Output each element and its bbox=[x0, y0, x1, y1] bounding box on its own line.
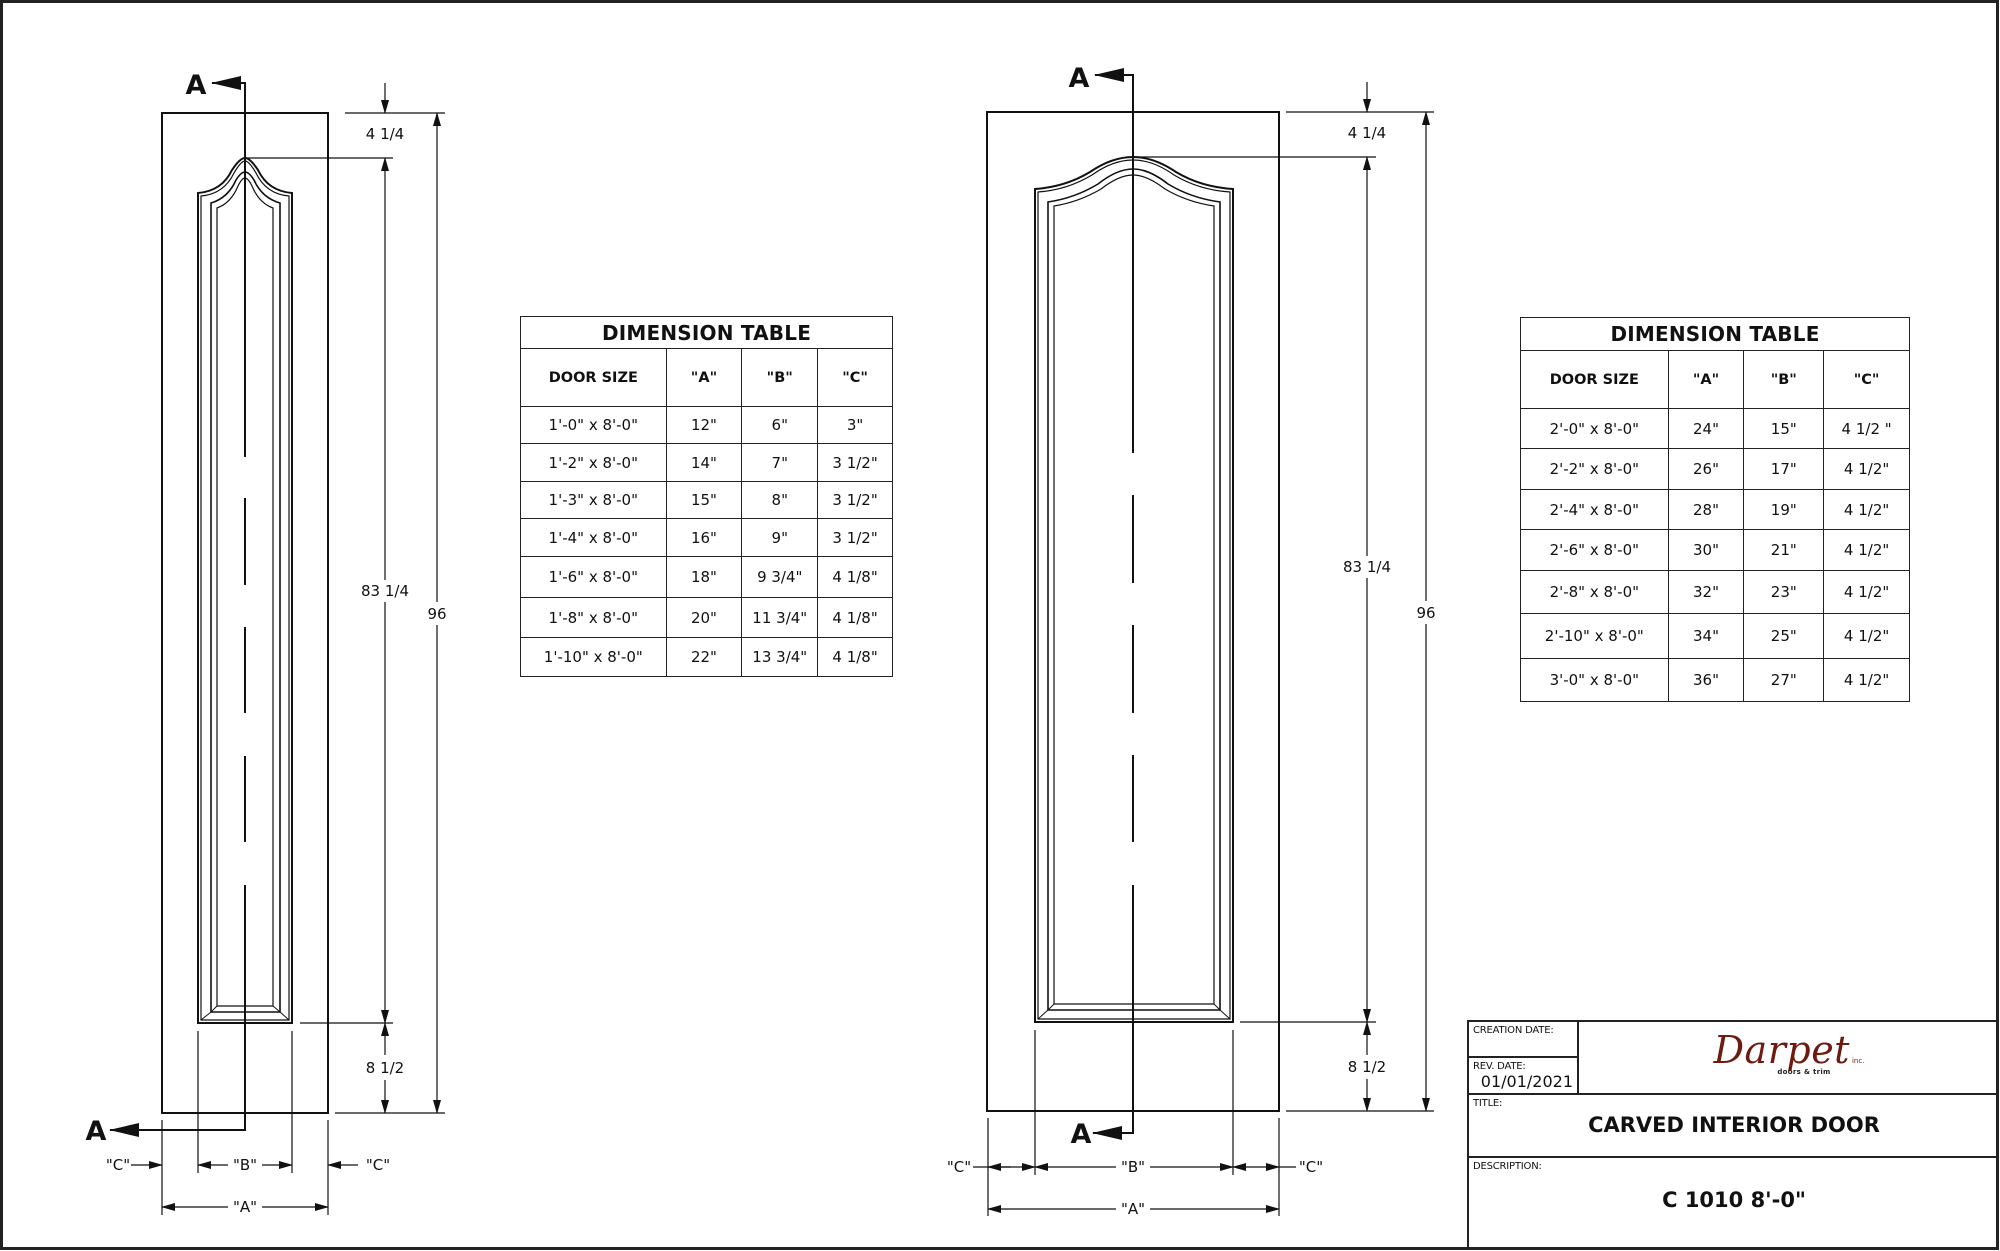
description-cell: DESCRIPTION: C 1010 8'-0" bbox=[1469, 1158, 1999, 1250]
table-left-header-a: "A" bbox=[665, 348, 743, 407]
rev-date-value: 01/01/2021 bbox=[1480, 1072, 1573, 1091]
title-cell: TITLE: CARVED INTERIOR DOOR bbox=[1469, 1095, 1999, 1158]
right-dim-bottom-rail: 8 1/2 bbox=[1348, 1058, 1386, 1076]
table-right-header-b: "B" bbox=[1743, 350, 1825, 409]
table-left-title: DIMENSION TABLE bbox=[520, 316, 893, 349]
left-dim-overall-height: 96 bbox=[427, 605, 446, 623]
left-section-label-top: A bbox=[186, 70, 207, 101]
right-door-labels: A A 4 1/4 83 1/4 8 1/2 96 "C" "B" "C" "A… bbox=[947, 63, 1436, 1218]
right-dim-overall-height: 96 bbox=[1416, 604, 1435, 622]
table-row: 1'-4" x 8'-0"16"9"3 1/2" bbox=[520, 518, 893, 557]
table-row: 1'-10" x 8'-0"22"13 3/4"4 1/8" bbox=[520, 637, 893, 677]
creation-date-cell: CREATION DATE: bbox=[1469, 1022, 1579, 1058]
table-right-title: DIMENSION TABLE bbox=[1520, 317, 1910, 351]
left-dim-bottom-rail: 8 1/2 bbox=[366, 1059, 404, 1077]
title-block: CREATION DATE: REV. DATE: 01/01/2021 Dar… bbox=[1467, 1020, 1999, 1250]
right-dim-panel-height: 83 1/4 bbox=[1343, 558, 1391, 576]
logo-wordmark: Darpet bbox=[1713, 1028, 1850, 1072]
left-door-labels: A A 4 1/4 83 1/4 8 1/2 96 "C" "B" "C" "A… bbox=[86, 70, 447, 1216]
table-left-header-door-size: DOOR SIZE bbox=[520, 348, 667, 407]
left-dim-width-a: "A" bbox=[233, 1198, 257, 1216]
rev-date-label: REV. DATE: bbox=[1473, 1061, 1526, 1072]
table-row: 3'-0" x 8'-0"36"27"4 1/2" bbox=[1520, 658, 1910, 702]
left-section-line-bottom bbox=[109, 885, 246, 1137]
table-row: 1'-3" x 8'-0"15"8"3 1/2" bbox=[520, 481, 893, 519]
table-row: 1'-8" x 8'-0"20"11 3/4"4 1/8" bbox=[520, 597, 893, 638]
title-label: TITLE: bbox=[1473, 1098, 1503, 1109]
left-dim-top-rail: 4 1/4 bbox=[366, 125, 404, 143]
left-section-label-bottom: A bbox=[86, 1116, 107, 1147]
table-row: 2'-2" x 8'-0"26"17"4 1/2" bbox=[1520, 448, 1910, 490]
table-row: 2'-8" x 8'-0"32"23"4 1/2" bbox=[1520, 570, 1910, 614]
drawing-description: C 1010 8'-0" bbox=[1662, 1188, 1806, 1212]
right-section-line-bottom bbox=[1092, 885, 1134, 1140]
table-row: 1'-2" x 8'-0"14"7"3 1/2" bbox=[520, 443, 893, 482]
drawing-title: CARVED INTERIOR DOOR bbox=[1588, 1113, 1880, 1137]
table-right-header-a: "A" bbox=[1667, 350, 1745, 409]
logo-tagline: doors & trim bbox=[1777, 1068, 1831, 1076]
rev-date-cell: REV. DATE: 01/01/2021 bbox=[1469, 1058, 1579, 1095]
left-dim-panel-height: 83 1/4 bbox=[361, 582, 409, 600]
left-section-line-top bbox=[211, 76, 246, 457]
table-row: 2'-0" x 8'-0"24"15"4 1/2 " bbox=[1520, 408, 1910, 449]
table-row: 2'-6" x 8'-0"30"21"4 1/2" bbox=[1520, 529, 1910, 571]
right-section-label-bottom: A bbox=[1071, 1119, 1092, 1150]
table-right-header-door-size: DOOR SIZE bbox=[1520, 350, 1669, 409]
left-dim-stile-c-left: "C" bbox=[106, 1156, 130, 1174]
creation-date-label: CREATION DATE: bbox=[1473, 1025, 1554, 1036]
table-right-header-c: "C" bbox=[1823, 350, 1910, 409]
left-dim-stile-c-right: "C" bbox=[366, 1156, 390, 1174]
right-section-line-top bbox=[1094, 68, 1134, 453]
logo-inc: inc. bbox=[1851, 1057, 1865, 1065]
dimension-table-left: DIMENSION TABLE DOOR SIZE "A" "B" "C" 1'… bbox=[520, 316, 893, 677]
table-row: 2'-4" x 8'-0"28"19"4 1/2" bbox=[1520, 489, 1910, 530]
dimension-table-right: DIMENSION TABLE DOOR SIZE "A" "B" "C" 2'… bbox=[1520, 317, 1910, 702]
left-door-elevation bbox=[109, 76, 445, 1215]
table-row: 1'-6" x 8'-0"18"9 3/4"4 1/8" bbox=[520, 556, 893, 598]
right-section-label-top: A bbox=[1069, 63, 1090, 94]
table-left-header-b: "B" bbox=[741, 348, 819, 407]
right-door-elevation bbox=[973, 68, 1434, 1216]
right-dim-top-rail: 4 1/4 bbox=[1348, 124, 1386, 142]
right-dim-width-a: "A" bbox=[1121, 1200, 1145, 1218]
left-dim-width-b: "B" bbox=[233, 1156, 257, 1174]
description-label: DESCRIPTION: bbox=[1473, 1161, 1542, 1172]
table-left-header-c: "C" bbox=[817, 348, 893, 407]
table-row: 1'-0" x 8'-0"12"6"3" bbox=[520, 406, 893, 444]
right-dim-stile-c-left: "C" bbox=[947, 1158, 971, 1176]
right-dim-stile-c-right: "C" bbox=[1299, 1158, 1323, 1176]
right-dim-width-b: "B" bbox=[1121, 1158, 1145, 1176]
table-row: 2'-10" x 8'-0"34"25"4 1/2" bbox=[1520, 613, 1910, 659]
